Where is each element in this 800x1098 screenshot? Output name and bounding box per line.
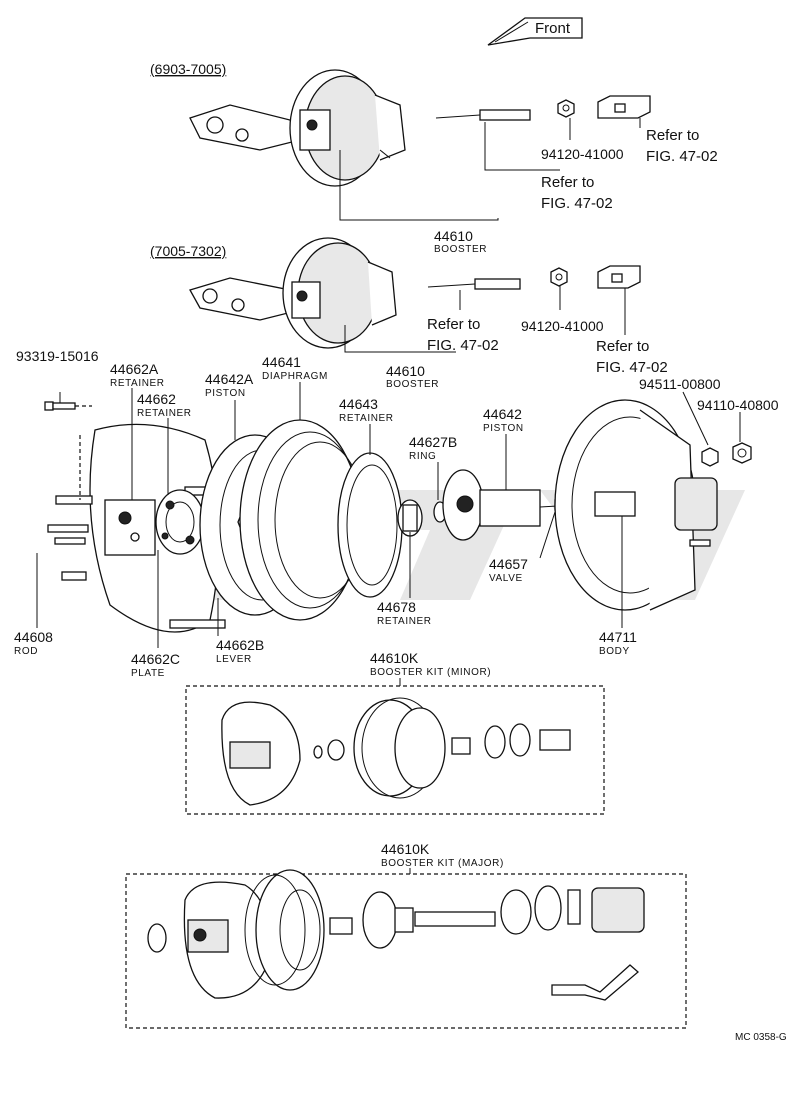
ref-r3: Refer to FIG. 47-02 (427, 316, 499, 354)
svg-text:44662: 44662 (137, 391, 176, 407)
svg-text:44627B: 44627B (409, 434, 457, 450)
kit-major-parts (147, 869, 645, 1001)
kit-minor-parts (221, 697, 571, 806)
svg-text:RING: RING (409, 451, 436, 462)
svg-text:VALVE: VALVE (489, 573, 523, 584)
booster-assembly-upper (189, 69, 406, 187)
range-label-lower: (7005-7302) (150, 243, 226, 259)
front-shell (89, 423, 220, 633)
svg-text:44642A: 44642A (205, 371, 254, 387)
label-44642: 44642 PISTON (483, 406, 524, 434)
svg-text:DIAPHRAGM: DIAPHRAGM (262, 371, 328, 382)
svg-text:94110-40800: 94110-40800 (697, 397, 779, 413)
nut-lower (550, 267, 568, 287)
svg-text:FIG. 47-02: FIG. 47-02 (427, 337, 499, 354)
label-44641: 44641 DIAPHRAGM (262, 354, 328, 382)
label-44610-lower: 44610 BOOSTER (386, 363, 439, 390)
block-upper (597, 95, 651, 119)
svg-text:ROD: ROD (14, 646, 38, 657)
svg-text:BOOSTER KIT (MAJOR): BOOSTER KIT (MAJOR) (381, 858, 504, 869)
label-44711: 44711 BODY (599, 629, 637, 657)
svg-text:44608: 44608 (14, 629, 53, 645)
svg-text:44643: 44643 (339, 396, 378, 412)
svg-text:LEVER: LEVER (216, 654, 252, 665)
svg-text:FIG. 47-02: FIG. 47-02 (596, 359, 668, 376)
label-44662B: 44662B LEVER (216, 637, 264, 665)
figure-code: MC 0358-G (735, 1032, 787, 1043)
svg-text:Refer to: Refer to (427, 316, 480, 333)
svg-text:94120-41000: 94120-41000 (521, 318, 604, 334)
svg-text:FIG. 47-02: FIG. 47-02 (541, 195, 613, 212)
label-44662C: 44662C PLATE (131, 651, 180, 679)
label-44657: 44657 VALVE (489, 556, 528, 584)
ref-r1: Refer to FIG. 47-02 (646, 127, 718, 165)
svg-text:44662C: 44662C (131, 651, 180, 667)
svg-text:44678: 44678 (377, 599, 416, 615)
ref-r2: Refer to FIG. 47-02 (541, 174, 613, 212)
nut-94511 (701, 447, 719, 467)
front-arrow: Front (487, 17, 583, 46)
label-kit-minor: 44610K BOOSTER KIT (MINOR) (370, 650, 491, 678)
svg-text:Refer to: Refer to (596, 338, 649, 355)
booster-assembly-lower (189, 237, 397, 349)
label-94511: 94511-00800 (639, 376, 721, 392)
svg-text:44610: 44610 (386, 363, 425, 379)
svg-text:BODY: BODY (599, 646, 630, 657)
pushrod-lower (427, 278, 521, 290)
svg-text:BOOSTER KIT (MINOR): BOOSTER KIT (MINOR) (370, 667, 491, 678)
label-44662A: 44662A RETAINER (110, 361, 165, 389)
svg-text:PISTON: PISTON (483, 423, 524, 434)
label-44662: 44662 RETAINER (137, 391, 192, 419)
svg-text:BOOSTER: BOOSTER (386, 379, 439, 390)
label-44627B: 44627B RING (409, 434, 457, 462)
svg-text:RETAINER: RETAINER (110, 378, 165, 389)
retainer-44678 (397, 499, 423, 537)
svg-text:Refer to: Refer to (541, 174, 594, 191)
svg-text:RETAINER: RETAINER (137, 408, 192, 419)
svg-text:PLATE: PLATE (131, 668, 165, 679)
range-label-upper: (6903-7005) (150, 61, 226, 77)
svg-text:BOOSTER: BOOSTER (434, 244, 487, 255)
block-lower (597, 265, 641, 289)
svg-text:93319-15016: 93319-15016 (16, 348, 99, 364)
label-44610-upper: 44610 BOOSTER (434, 228, 487, 255)
label-44678: 44678 RETAINER (377, 599, 432, 627)
retainer-44643 (337, 452, 403, 598)
svg-text:44641: 44641 (262, 354, 301, 370)
svg-text:94120-41000: 94120-41000 (541, 146, 624, 162)
pushrod-upper (435, 109, 531, 121)
rear-body-44711 (554, 399, 718, 611)
svg-text:FIG. 47-02: FIG. 47-02 (646, 148, 718, 165)
nut-upper (557, 99, 575, 118)
svg-text:94511-00800: 94511-00800 (639, 376, 721, 392)
ref-r4: Refer to FIG. 47-02 (596, 338, 668, 376)
svg-text:RETAINER: RETAINER (339, 413, 394, 424)
retainer-plate-set (155, 489, 205, 555)
label-94110: 94110-40800 (697, 397, 779, 413)
svg-text:44610K: 44610K (381, 841, 430, 857)
svg-text:44657: 44657 (489, 556, 528, 572)
svg-text:44610: 44610 (434, 228, 473, 244)
svg-text:44642: 44642 (483, 406, 522, 422)
svg-text:44662A: 44662A (110, 361, 159, 377)
bolt-93319 (44, 401, 76, 411)
svg-text:RETAINER: RETAINER (377, 616, 432, 627)
label-94120-lower: 94120-41000 (521, 318, 604, 334)
label-44643: 44643 RETAINER (339, 396, 394, 424)
nut-94110 (732, 442, 752, 464)
svg-text:44711: 44711 (599, 629, 637, 645)
front-label: Front (535, 20, 571, 37)
label-44642A: 44642A PISTON (205, 371, 254, 399)
kit-major-box (125, 873, 687, 1029)
svg-text:Refer to: Refer to (646, 127, 699, 144)
svg-text:44610K: 44610K (370, 650, 419, 666)
label-44608: 44608 ROD (14, 629, 53, 657)
piston-44642 (442, 469, 541, 541)
label-94120-upper: 94120-41000 (541, 146, 624, 162)
label-93319: 93319-15016 (16, 348, 99, 364)
label-kit-major: 44610K BOOSTER KIT (MAJOR) (381, 841, 504, 869)
svg-text:PISTON: PISTON (205, 388, 246, 399)
svg-text:44662B: 44662B (216, 637, 264, 653)
